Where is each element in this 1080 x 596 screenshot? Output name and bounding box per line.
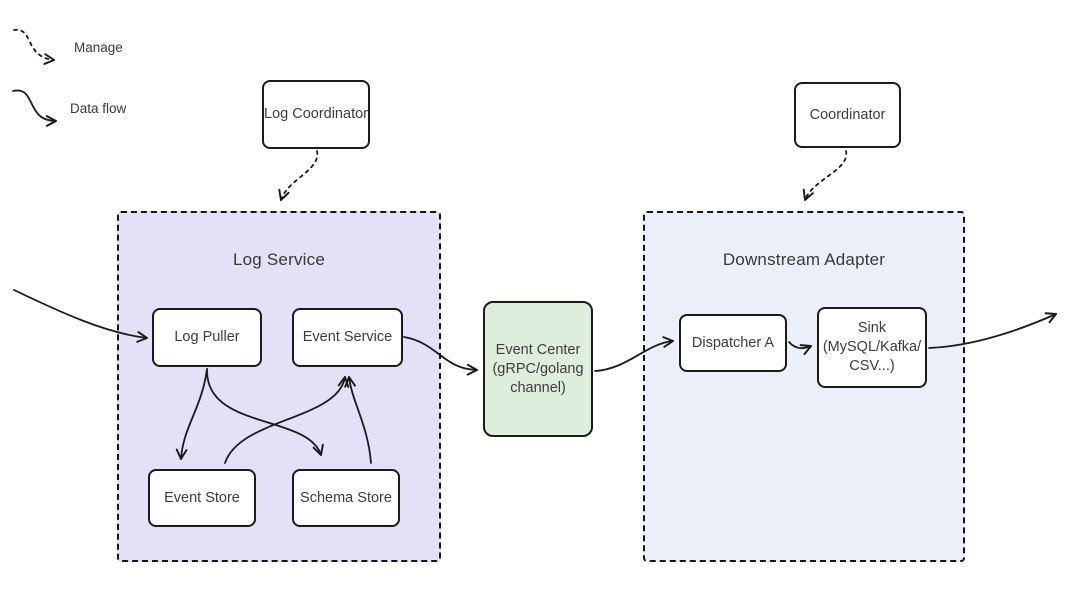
node-event-store: Event Store [148, 469, 256, 527]
node-sink-label-line1: Sink [857, 320, 887, 336]
node-dispatcher-a: Dispatcher A [679, 314, 787, 372]
node-log-puller-label: Log Puller [174, 329, 240, 345]
manage-arrow-icon [13, 29, 55, 65]
node-dispatcher-a-label: Dispatcher A [691, 334, 775, 351]
node-schema-store-label: Schema Store [300, 489, 392, 506]
edge-coordinator-downstream [802, 150, 847, 201]
node-event-store-label: Event Store [164, 489, 240, 506]
node-sink-label-line2: (MySQL/Kafka/ [822, 339, 922, 355]
node-log-puller: Log Puller [152, 308, 262, 367]
node-event-service: Event Service [292, 308, 403, 367]
node-schema-store: Schema Store [292, 469, 400, 527]
node-event-service-label: Event Service [302, 329, 393, 345]
downstream-adapter-title: Downstream Adapter [722, 250, 886, 269]
node-event-center-label-line1: Event Center [495, 341, 581, 358]
node-event-center-label-line3: channel) [510, 379, 566, 396]
node-sink-label-line3: CSV...) [849, 358, 895, 374]
node-event-center-label-line2: (gRPC/golang [492, 360, 584, 377]
node-coordinator: Coordinator [794, 82, 901, 148]
edge-logcoordinator-logservice [278, 150, 318, 201]
legend-manage-label: Manage [74, 40, 123, 55]
log-service-title: Log Service [233, 250, 325, 269]
node-coordinator-label: Coordinator [809, 106, 886, 123]
data-flow-arrow-icon [12, 89, 57, 127]
node-log-coordinator: Log Coordinator [262, 80, 370, 149]
node-event-center: Event Center (gRPC/golang channel) [483, 301, 593, 437]
legend-dataflow-label: Data flow [70, 101, 127, 116]
node-log-coordinator-label: Log Coordinator [264, 106, 368, 122]
node-sink: Sink (MySQL/Kafka/ CSV...) [817, 307, 927, 388]
